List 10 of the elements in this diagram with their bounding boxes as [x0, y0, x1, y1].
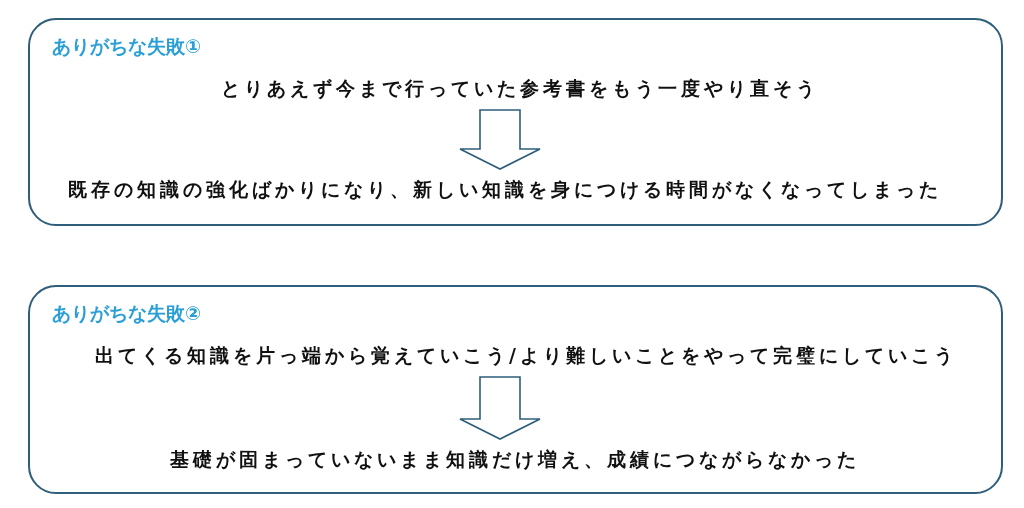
panel-heading: ありがちな失敗① — [52, 34, 202, 59]
statement-text: 出てくる知識を片っ端から覚えていこう/より難しいことをやって完璧にしていこう — [95, 343, 957, 369]
statement-text: 既存の知識の強化ばかりになり、新しい知識を身につける時間がなくなってしまった — [68, 177, 942, 203]
block-arrow — [459, 109, 541, 170]
rounded-panel — [28, 285, 1003, 494]
statement-text: 基礎が固まっていないまま知識だけ増え、成績につながらなかった — [170, 447, 860, 473]
block-arrow — [459, 376, 541, 440]
statement-text: とりあえず今まで行っていた参考書をもう一度やり直そう — [221, 76, 819, 102]
panel-heading: ありがちな失敗② — [52, 301, 202, 326]
rounded-panel — [28, 18, 1003, 226]
